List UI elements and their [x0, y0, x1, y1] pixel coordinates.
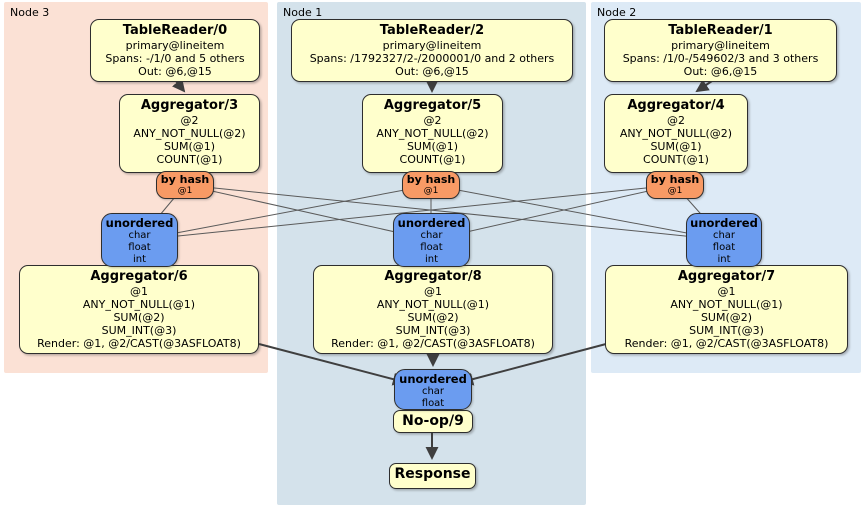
synchronizer-title: unordered	[105, 216, 174, 230]
processor-detail: ANY_NOT_NULL(@1)	[376, 298, 490, 311]
router-title: by hash	[650, 173, 700, 186]
processor-title: Aggregator/3	[140, 98, 239, 113]
router-title: by hash	[406, 173, 456, 186]
processor-detail: ANY_NOT_NULL(@1)	[670, 298, 783, 311]
processor-detail: Render: @1, @2/CAST(@3ASFLOAT8)	[624, 337, 829, 350]
edge-agg6-final-sync	[258, 343, 406, 386]
edge-tr1-agg4	[695, 79, 713, 93]
processor-detail: Out: @6,@15	[683, 65, 758, 78]
processor-aggregator-6: Aggregator/6 @1 ANY_NOT_NULL(@1) SUM(@2)…	[19, 265, 259, 354]
processor-title: TableReader/0	[122, 23, 228, 38]
processor-detail: COUNT(@1)	[156, 153, 223, 166]
router-by-hash-node3: by hash @1	[156, 171, 214, 199]
processor-detail: ANY_NOT_NULL(@2)	[619, 127, 733, 140]
processor-tablereader-1: TableReader/1 primary@lineitem Spans: /1…	[604, 19, 837, 82]
processor-detail: COUNT(@1)	[399, 153, 466, 166]
processor-detail: ANY_NOT_NULL(@2)	[376, 127, 489, 140]
processor-detail: SUM_INT(@3)	[689, 324, 764, 337]
processor-aggregator-5: Aggregator/5 @2 ANY_NOT_NULL(@2) SUM(@1)…	[362, 94, 503, 173]
processor-detail: SUM(@1)	[406, 140, 459, 153]
processor-detail: ANY_NOT_NULL(@2)	[133, 127, 246, 140]
processor-detail: Spans: -/1/0 and 5 others	[105, 52, 245, 65]
synchronizer-detail: int	[132, 254, 147, 265]
edge-hash2-un3	[138, 184, 676, 241]
edge-tr0-agg3	[172, 78, 186, 93]
processor-title: No-op/9	[402, 413, 464, 429]
processor-detail: @2	[180, 114, 199, 127]
processor-title: Response	[394, 466, 471, 482]
processor-detail: Render: @1, @2/CAST(@3ASFLOAT8)	[331, 337, 535, 350]
synchronizer-unordered-node1: unordered char float int	[393, 213, 470, 267]
processor-aggregator-4: Aggregator/4 @2 ANY_NOT_NULL(@2) SUM(@1)…	[604, 94, 748, 173]
processor-detail: SUM(@1)	[650, 140, 702, 153]
router-detail: @1	[177, 186, 193, 196]
synchronizer-detail: char	[420, 230, 443, 241]
edge-hash3-un1	[184, 184, 432, 241]
processor-title: TableReader/1	[668, 23, 773, 38]
router-by-hash-node2: by hash @1	[646, 171, 704, 199]
synchronizer-detail: char	[712, 230, 736, 241]
synchronizer-detail: float	[421, 398, 445, 409]
processor-title: Aggregator/8	[384, 269, 482, 284]
synchronizer-detail: int	[424, 254, 439, 265]
processor-detail: Out: @6,@15	[395, 65, 469, 78]
edge-hash3-un2	[184, 184, 725, 241]
router-by-hash-node1: by hash @1	[402, 171, 460, 199]
synchronizer-title: unordered	[397, 216, 466, 230]
processor-detail: @1	[717, 285, 736, 298]
processor-detail: Render: @1, @2/CAST(@3ASFLOAT8)	[37, 337, 241, 350]
synchronizer-detail: float	[712, 242, 736, 253]
processor-detail: primary@lineitem	[125, 39, 225, 52]
processor-detail: SUM(@2)	[700, 311, 753, 324]
processor-detail: @1	[130, 285, 148, 298]
cluster-node-1-label: Node 1	[283, 6, 323, 19]
processor-detail: SUM(@1)	[163, 140, 216, 153]
processor-aggregator-3: Aggregator/3 @2 ANY_NOT_NULL(@2) SUM(@1)…	[119, 94, 260, 173]
router-title: by hash	[160, 173, 210, 186]
processor-detail: SUM_INT(@3)	[395, 324, 471, 337]
processor-detail: Spans: /1792327/2-/2000001/0 and 2 other…	[309, 52, 555, 65]
processor-detail: @2	[667, 114, 685, 127]
processor-title: Aggregator/4	[627, 98, 725, 113]
processor-noop-9: No-op/9	[393, 410, 473, 433]
cluster-node-3-label: Node 3	[10, 6, 50, 19]
processor-detail: SUM(@2)	[113, 311, 165, 324]
processor-title: TableReader/2	[379, 23, 485, 38]
processor-detail: Out: @6,@15	[138, 65, 212, 78]
edge-agg7-final-sync	[460, 343, 607, 386]
synchronizer-title: unordered	[690, 216, 758, 230]
processor-aggregator-8: Aggregator/8 @1 ANY_NOT_NULL(@1) SUM(@2)…	[313, 265, 553, 354]
synchronizer-unordered-node3: unordered char float int	[101, 213, 178, 267]
processor-detail: primary@lineitem	[671, 39, 770, 52]
processor-title: Aggregator/7	[677, 269, 776, 284]
edge-hash1-un2	[430, 184, 725, 241]
synchronizer-title: unordered	[399, 372, 467, 386]
router-detail: @1	[667, 186, 683, 196]
router-detail: @1	[423, 186, 439, 196]
processor-detail: primary@lineitem	[382, 39, 482, 52]
processor-tablereader-2: TableReader/2 primary@lineitem Spans: /1…	[291, 19, 573, 82]
processor-detail: Spans: /1/0-/549602/3 and 3 others	[622, 52, 819, 65]
processor-detail: SUM(@2)	[407, 311, 459, 324]
processor-title: Aggregator/6	[90, 269, 188, 284]
synchronizer-detail: float	[420, 242, 443, 253]
processor-detail: @2	[423, 114, 442, 127]
processor-aggregator-7: Aggregator/7 @1 ANY_NOT_NULL(@1) SUM(@2)…	[605, 265, 848, 354]
processor-detail: COUNT(@1)	[643, 153, 709, 166]
processor-detail: SUM_INT(@3)	[101, 324, 177, 337]
processor-response: Response	[389, 463, 476, 489]
processor-title: Aggregator/5	[383, 98, 482, 113]
cluster-node-2-label: Node 2	[597, 6, 637, 19]
edge-hash1-un3	[138, 184, 432, 241]
synchronizer-detail: float	[128, 242, 151, 253]
processor-detail: @1	[424, 285, 442, 298]
processor-detail: ANY_NOT_NULL(@1)	[82, 298, 196, 311]
synchronizer-unordered-node2: unordered char float int	[686, 213, 762, 267]
synchronizer-detail: char	[421, 386, 445, 397]
processor-tablereader-0: TableReader/0 primary@lineitem Spans: -/…	[90, 19, 260, 82]
synchronizer-detail: char	[128, 230, 151, 241]
edge-hash2-un1	[430, 184, 676, 241]
synchronizer-unordered-final: unordered char float	[394, 369, 472, 410]
synchronizer-detail: int	[717, 254, 731, 265]
